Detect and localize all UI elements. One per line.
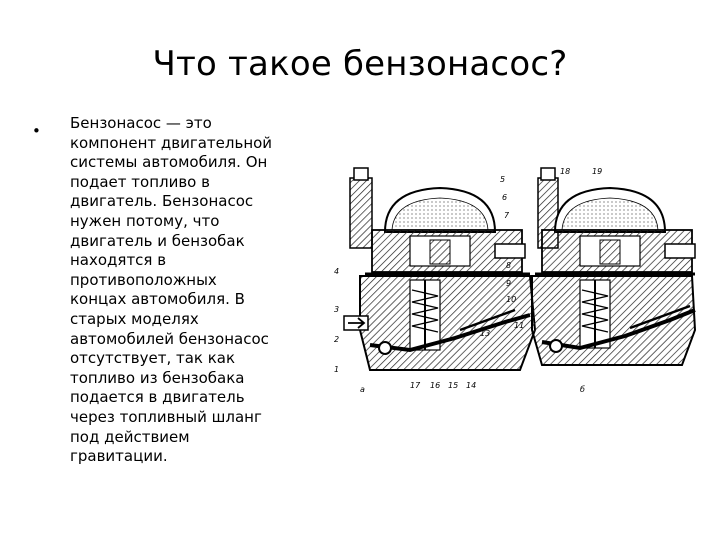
figure-label-a: а bbox=[360, 385, 365, 394]
callout-label: 6 bbox=[502, 193, 507, 202]
body-paragraph: Бензонасос — это компонент двигательной … bbox=[70, 114, 273, 466]
slide-title: Что такое бензонасос? bbox=[152, 44, 568, 84]
callout-label: 10 bbox=[506, 295, 516, 304]
callout-label: 15 bbox=[448, 381, 458, 390]
pump-a-drawing bbox=[343, 167, 537, 371]
callout-label: 7 bbox=[504, 211, 510, 220]
fuel-pump-diagram: 4 3 2 1 5 6 7 8 9 10 11 17 16 15 14 13 1… bbox=[330, 160, 700, 400]
callout-label: 14 bbox=[466, 381, 476, 390]
callout-label: 18 bbox=[560, 167, 570, 176]
callout-label: 4 bbox=[334, 267, 339, 276]
callout-label: 13 bbox=[480, 329, 490, 338]
figure-label-b: б bbox=[580, 385, 585, 394]
callout-label: 16 bbox=[430, 381, 440, 390]
callout-label: 19 bbox=[592, 167, 602, 176]
bullet-marker: • bbox=[32, 122, 41, 140]
callout-label: 1 bbox=[334, 365, 339, 374]
callout-label: 11 bbox=[514, 321, 524, 330]
callout-label: 17 bbox=[410, 381, 421, 390]
callout-label: 9 bbox=[506, 279, 511, 288]
pump-b-drawing bbox=[531, 167, 697, 366]
callout-label: 2 bbox=[334, 335, 339, 344]
callout-label: 3 bbox=[334, 305, 339, 314]
callout-label: 5 bbox=[500, 175, 505, 184]
callout-label: 8 bbox=[506, 261, 511, 270]
